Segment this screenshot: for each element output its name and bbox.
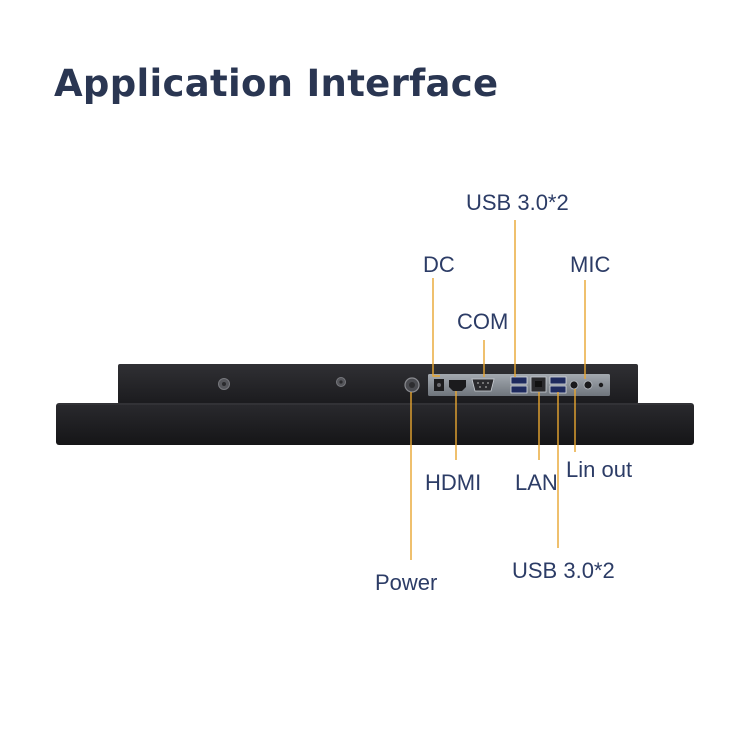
hdmi-port-icon [449,380,466,391]
label-mic: MIC [570,252,611,277]
leader-line-dc [432,278,440,377]
screw-icon [218,378,230,390]
label-lin-out: Lin out [566,457,633,482]
power-button-icon [404,377,420,393]
leader-lines [410,220,586,560]
page-title: Application Interface [54,62,499,105]
indicator-icon [598,382,604,388]
usb-port-icon [510,376,528,394]
line-out-jack-icon [569,380,579,390]
label-usb-top: USB 3.0*2 [466,190,569,215]
label-lan: LAN [515,470,558,495]
lan-port-icon [530,376,547,393]
device-front-frame [56,403,694,445]
label-com: COM [457,309,509,334]
com-port-icon [471,378,495,392]
screw-icon [336,377,346,387]
label-dc: DC [423,252,455,277]
mic-jack-icon [583,380,593,390]
label-usb-bottom: USB 3.0*2 [512,558,615,583]
label-hdmi: HDMI [425,470,482,495]
label-power: Power [375,570,438,595]
dc-port-icon [434,379,444,391]
